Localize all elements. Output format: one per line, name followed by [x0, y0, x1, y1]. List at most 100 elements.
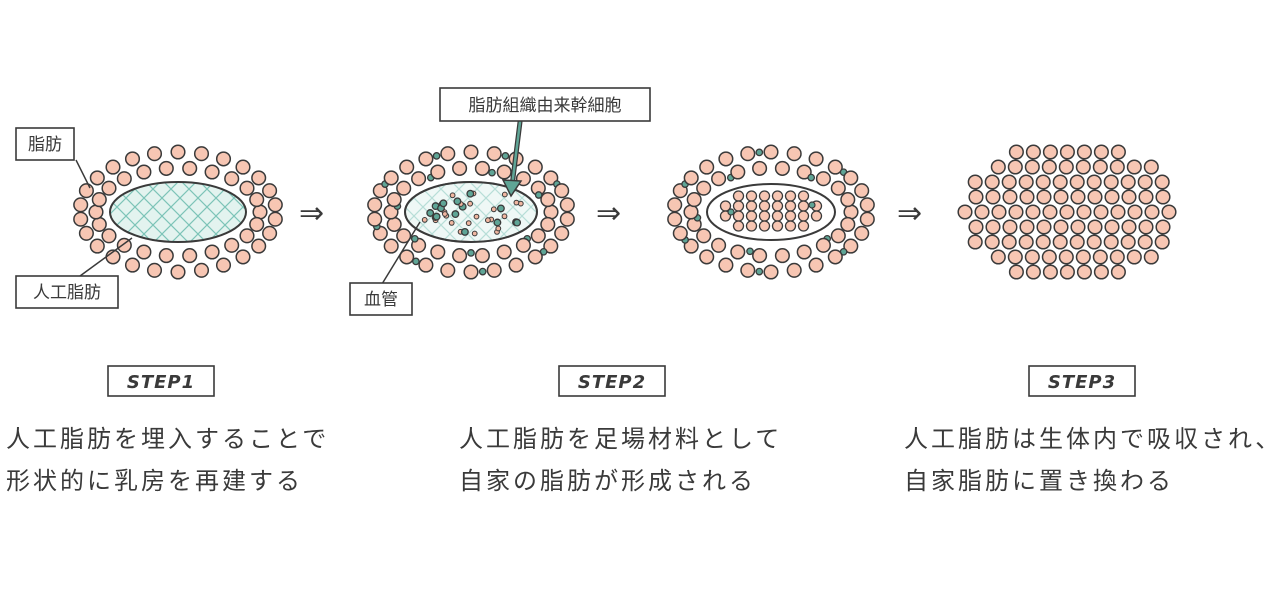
fat-cell [1019, 219, 1035, 235]
fat-cell [843, 204, 859, 220]
label-artificial-fat: 人工脂肪 [15, 275, 119, 309]
fat-cell [672, 225, 688, 241]
label-vessel: 血管 [349, 282, 413, 316]
small-fat-cell [490, 206, 497, 213]
fat-cell [1053, 189, 1069, 205]
fat-cell [683, 204, 699, 220]
fat-cell [985, 219, 1001, 235]
stem-cell [746, 247, 754, 256]
stem-cell [467, 249, 475, 257]
fat-cell [1127, 204, 1143, 220]
fat-cell [1143, 249, 1159, 265]
fat-cell [1035, 234, 1051, 250]
fat-cell [990, 249, 1006, 265]
fat-cell [1070, 219, 1086, 235]
fat-cell [540, 216, 556, 232]
fat-cell [73, 211, 89, 227]
artificial-fat-scaffold [109, 181, 247, 243]
step1-line2: 形状的に乳房を再建する [6, 467, 303, 495]
fat-cell [367, 211, 383, 227]
fat-cell [440, 262, 456, 278]
fat-cell [854, 225, 870, 241]
fat-cell [543, 170, 559, 186]
step1-figure [73, 144, 283, 280]
fat-cell [1001, 234, 1017, 250]
new-fat-cell [810, 210, 823, 222]
fat-cell [985, 189, 1001, 205]
arrow-3: ⇒ [897, 196, 922, 231]
stem-cell [451, 210, 460, 219]
fat-cell [1042, 264, 1058, 280]
fat-cell [1154, 174, 1170, 190]
fat-cell [1036, 219, 1052, 235]
fat-cell [224, 171, 240, 187]
fat-cell [1002, 189, 1018, 205]
fat-cell [78, 225, 94, 241]
new-fat-cell [745, 210, 758, 222]
fat-cell [1155, 219, 1171, 235]
fat-cell [486, 146, 502, 162]
fat-cell [249, 216, 265, 232]
fat-cell [968, 189, 984, 205]
fat-cell [984, 234, 1000, 250]
fat-cell [1052, 234, 1068, 250]
fat-cell [1007, 159, 1023, 175]
fat-cell [1041, 249, 1057, 265]
new-fat-cell [745, 190, 758, 202]
fat-cell [430, 164, 446, 180]
fat-cell [740, 146, 756, 162]
fat-cell [89, 170, 105, 186]
fat-cell [386, 216, 402, 232]
step2-figure [367, 144, 575, 280]
fat-cell [399, 159, 415, 175]
fat-cell [1093, 264, 1109, 280]
fat-cell [1087, 189, 1103, 205]
fat-cell [262, 225, 278, 241]
new-fat-cell [784, 200, 797, 212]
fat-cell [1104, 219, 1120, 235]
fat-cell [1086, 234, 1102, 250]
callout-leaders [75, 159, 421, 285]
small-fat-cell [449, 192, 456, 199]
fat-cell [730, 164, 746, 180]
fat-cell [815, 237, 831, 253]
fat-cell [967, 174, 983, 190]
fat-cell [91, 216, 107, 232]
arrows: ⇒ ⇒ ⇒ [299, 196, 922, 231]
fat-cell [1059, 144, 1075, 160]
fat-cell [543, 238, 559, 254]
fat-cell [1120, 234, 1136, 250]
fat-cell [463, 144, 479, 160]
fat-cell [463, 264, 479, 280]
fat-cell [452, 248, 468, 264]
step2-description: 人工脂肪を足場材料として 自家の脂肪が形成される [459, 418, 782, 502]
fat-cell [204, 244, 220, 260]
stem-cell [432, 212, 441, 221]
fat-cell [251, 238, 267, 254]
fat-cell [815, 171, 831, 187]
fat-cell [1126, 249, 1142, 265]
fat-cell [859, 197, 875, 213]
small-fat-cell [501, 213, 508, 220]
adsc-pointer [501, 119, 523, 198]
stem-cell [478, 267, 487, 276]
fat-cell [711, 171, 727, 187]
fat-cell [530, 228, 546, 244]
fat-cell [1092, 249, 1108, 265]
fat-cell [136, 164, 152, 180]
fat-cell [667, 197, 683, 213]
fat-cell [699, 249, 715, 265]
new-fat-cell [797, 210, 810, 222]
fat-cell [774, 248, 790, 264]
fat-cell [752, 248, 768, 264]
fat-cell [1008, 144, 1024, 160]
new-fat-cell [784, 220, 797, 232]
fat-cell [386, 192, 402, 208]
fat-cell [1059, 204, 1075, 220]
fat-cell [440, 146, 456, 162]
fat-cell [239, 180, 255, 196]
fat-cell [215, 257, 232, 273]
label-vessel-text: 血管 [364, 290, 398, 310]
fat-cell [786, 262, 802, 278]
fat-cell [411, 171, 427, 187]
